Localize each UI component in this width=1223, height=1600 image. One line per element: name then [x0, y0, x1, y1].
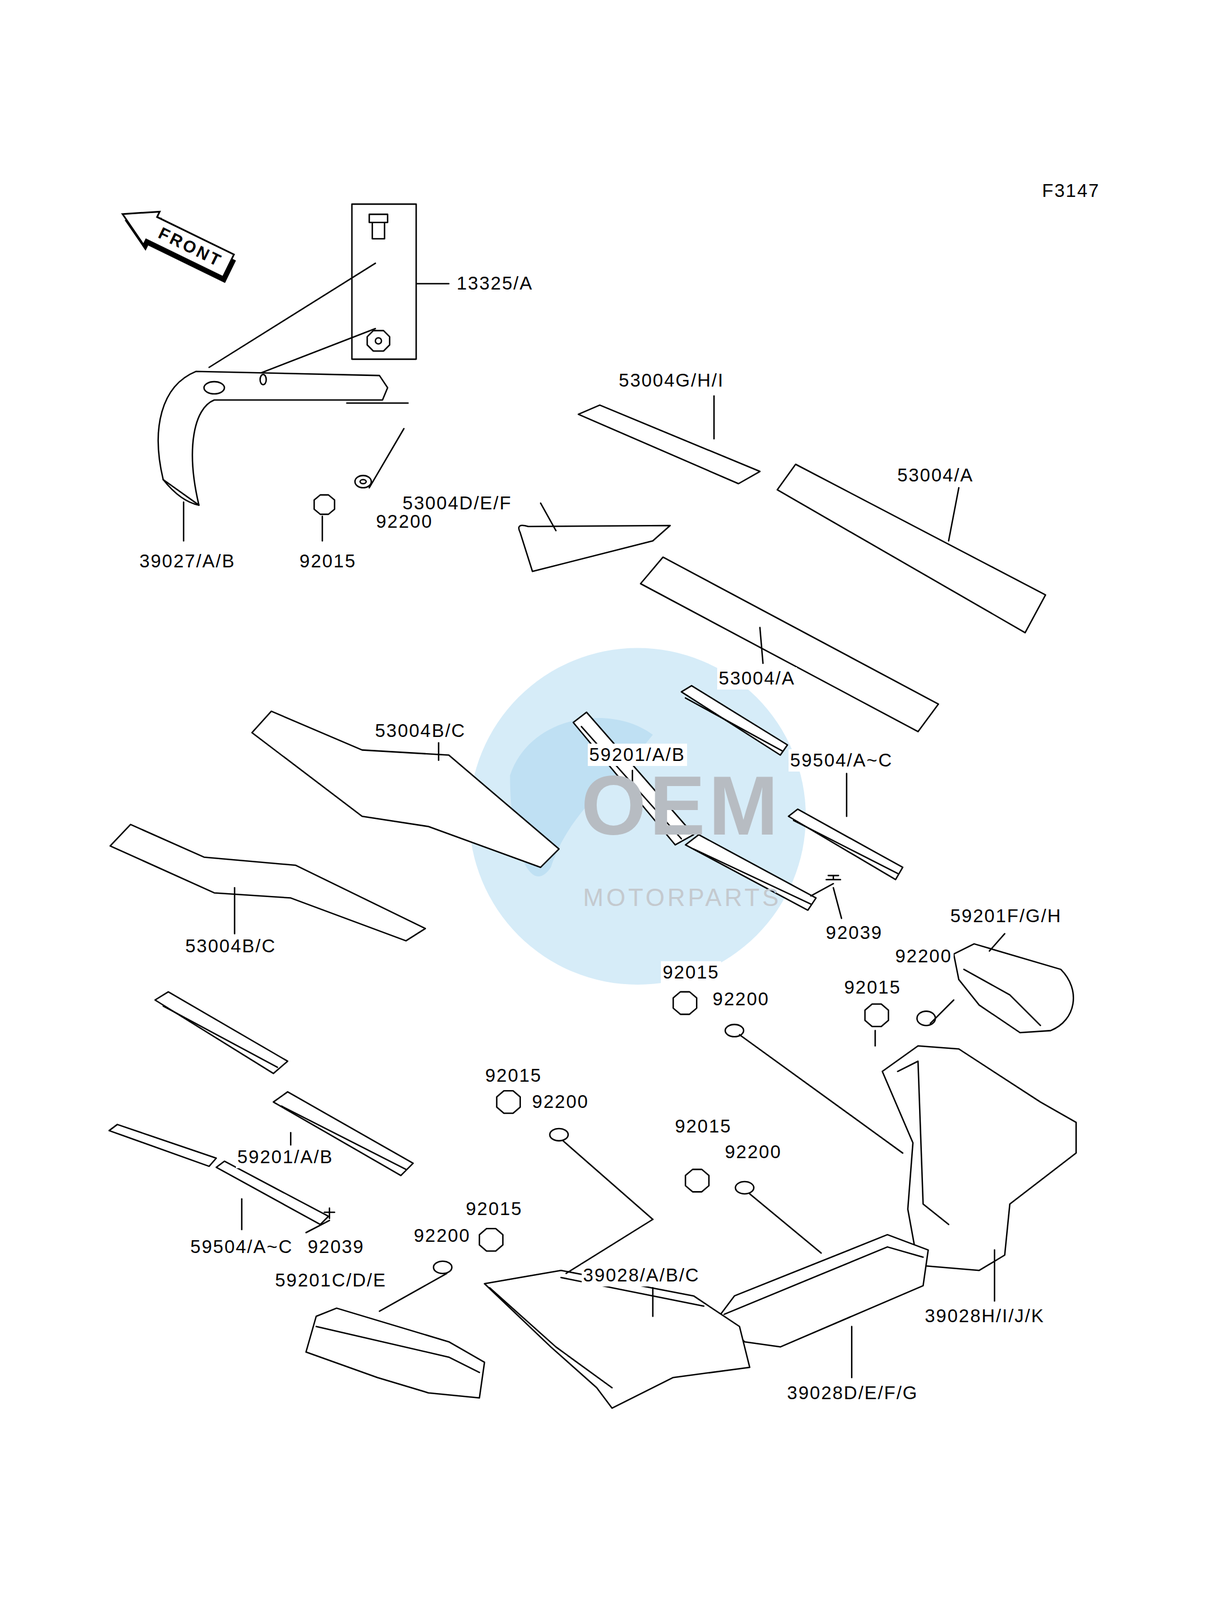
callout-number: 92200 [723, 1140, 784, 1163]
callout-number: 39028/A/B/C [581, 1263, 702, 1287]
leader-line [182, 501, 185, 541]
callout-number: 39028D/E/F/G [785, 1381, 920, 1404]
arrow-body [114, 197, 237, 283]
callout-number: 92200 [893, 944, 954, 968]
direction-arrow: FRONT [112, 195, 238, 284]
bracket [351, 204, 417, 360]
rail-cover [109, 1124, 217, 1167]
callout-number: 92200 [412, 1224, 473, 1247]
side-bumper [306, 1307, 485, 1398]
callout-number: 92200 [374, 510, 435, 533]
watermark-text: MOTORPARTS [581, 883, 784, 911]
rail-cover [788, 808, 903, 879]
callout-number: 39028H/I/J/K [922, 1304, 1047, 1327]
callout-number: 92015 [483, 1064, 544, 1087]
rivet [810, 875, 841, 896]
callout-number: 92015 [842, 975, 903, 999]
nut [366, 330, 390, 352]
callout-number: 92015 [297, 549, 359, 573]
side-bumper [882, 1045, 1077, 1270]
callout-number: 59201F/G/H [948, 904, 1064, 927]
rail [681, 685, 788, 755]
deck-mat [252, 711, 560, 868]
callout-number: 59201C/D/E [273, 1268, 389, 1292]
deck-mat [578, 404, 761, 484]
callout-number: 53004/A [717, 666, 797, 690]
deck-mat [777, 463, 1046, 633]
callout-number: 59504/A~C [188, 1235, 295, 1258]
callout-number: 39027/A/B [137, 549, 238, 573]
washer [355, 475, 372, 488]
callout-number: 53004B/C [373, 719, 468, 742]
deck-mat [110, 824, 426, 941]
callout-number: 53004B/C [183, 934, 278, 957]
callout-number: 59201/A/B [235, 1145, 336, 1168]
leader-line [209, 263, 376, 368]
leader-line [416, 282, 449, 285]
side-bumper [953, 943, 1074, 1033]
callout-number: F3147 [1040, 179, 1102, 202]
callout-number: 92200 [711, 987, 772, 1010]
callout-number: 13325/A [455, 272, 535, 295]
side-bumper [484, 1269, 751, 1408]
rail-cover [216, 1160, 329, 1224]
nut [313, 494, 335, 515]
bolt [369, 214, 388, 239]
side-bumper [718, 1234, 928, 1347]
callout-number: 92015 [673, 1114, 734, 1138]
callout-number: 92039 [824, 921, 885, 944]
callout-number: 53004/A [895, 463, 976, 487]
rail [155, 991, 288, 1073]
callout-number: 53004G/H/I [617, 369, 727, 392]
front-bumper [158, 371, 388, 506]
callout-number: 92200 [530, 1090, 591, 1113]
callout-number: 59504/A~C [788, 748, 895, 772]
callout-number: 92039 [306, 1235, 367, 1258]
fasteners [433, 991, 936, 1274]
deck-mat [518, 525, 670, 572]
watermark-text: OEM [579, 759, 784, 852]
callout-number: 92015 [463, 1197, 525, 1220]
deck-mat [640, 557, 939, 732]
callout-number: 92015 [660, 960, 722, 984]
